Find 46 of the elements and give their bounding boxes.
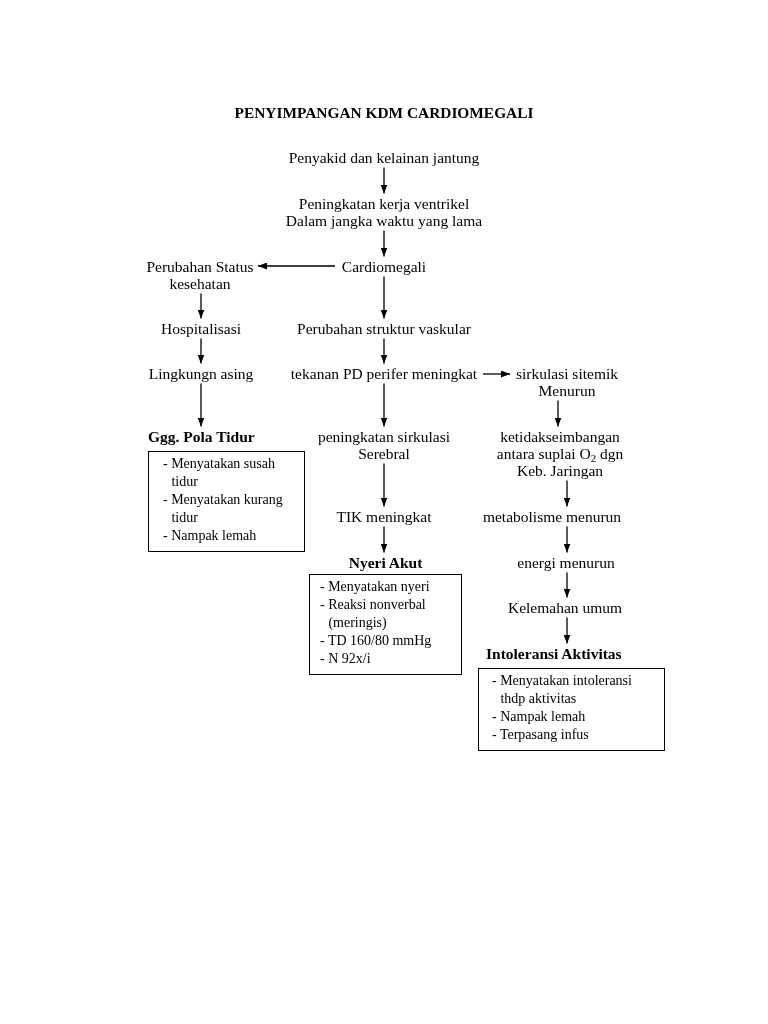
- step-text: Cardiomegali: [337, 257, 431, 275]
- arrow: [563, 571, 571, 599]
- arrow: [197, 382, 205, 428]
- step-text: Hospitalisasi: [151, 319, 251, 337]
- symptom-item: - Nampak lemah: [163, 526, 258, 545]
- diagnosis-heading: Intoleransi Aktivitas: [485, 644, 623, 662]
- arrow: [197, 292, 205, 320]
- step-text: Penyakid dan kelainan jantung: [284, 148, 484, 166]
- step-text: Peningkatan kerja ventrikel Dalam jangka waktu yang lama: [282, 194, 486, 229]
- arrow: [380, 275, 388, 320]
- arrow: [380, 525, 388, 554]
- arrow: [380, 462, 388, 508]
- symptom-item: - TD 160/80 mmHg: [320, 631, 433, 650]
- symptom-item: - Terpasang infus: [492, 725, 590, 744]
- step-text: sirkulasi sitemik Menurun: [511, 364, 623, 399]
- symptom-item: - Menyatakan nyeri: [320, 577, 431, 596]
- arrow: [563, 479, 571, 508]
- arrow: [563, 525, 571, 554]
- arrow: [380, 166, 388, 195]
- step-text: metabolisme menurun: [479, 507, 625, 525]
- diagram-title: PENYIMPANGAN KDM CARDIOMEGALI: [233, 104, 535, 121]
- arrow: [563, 616, 571, 645]
- step-text: Kelemahan umum: [505, 598, 625, 616]
- step-text: TIK meningkat: [324, 507, 444, 525]
- diagnosis-heading: Ggg. Pola Tidur: [148, 427, 256, 445]
- step-text: Perubahan Status kesehatan: [143, 257, 257, 292]
- symptom-item: - Reaksi nonverbal (meringis): [320, 595, 427, 632]
- arrow: [257, 262, 336, 270]
- step-text: Perubahan struktur vaskular: [284, 319, 484, 337]
- arrow: [380, 337, 388, 365]
- arrow: [554, 399, 562, 428]
- symptom-item: - Menyatakan susah tidur: [163, 454, 276, 491]
- arrow: [197, 337, 205, 365]
- diagnosis-heading: Nyeri Akut: [347, 553, 424, 571]
- symptom-item: - Menyatakan intoleransi thdp aktivitas: [492, 671, 633, 708]
- arrow: [482, 370, 511, 378]
- symptom-item: - Menyatakan kurang tidur: [163, 490, 284, 527]
- step-text: peningkatan sirkulasi Serebral: [314, 427, 454, 462]
- step-text: Lingkungn asing: [141, 364, 261, 382]
- step-text: ketidakseimbangan antara suplai O$_{2}$ dgn Keb. Jaringan: [492, 427, 628, 479]
- symptom-item: - N 92x/i: [320, 649, 372, 668]
- arrow: [380, 229, 388, 258]
- step-text: tekanan PD perifer meningkat: [287, 364, 481, 382]
- symptom-item: - Nampak lemah: [492, 707, 587, 726]
- arrow: [380, 382, 388, 428]
- step-text: energi menurun: [506, 553, 626, 571]
